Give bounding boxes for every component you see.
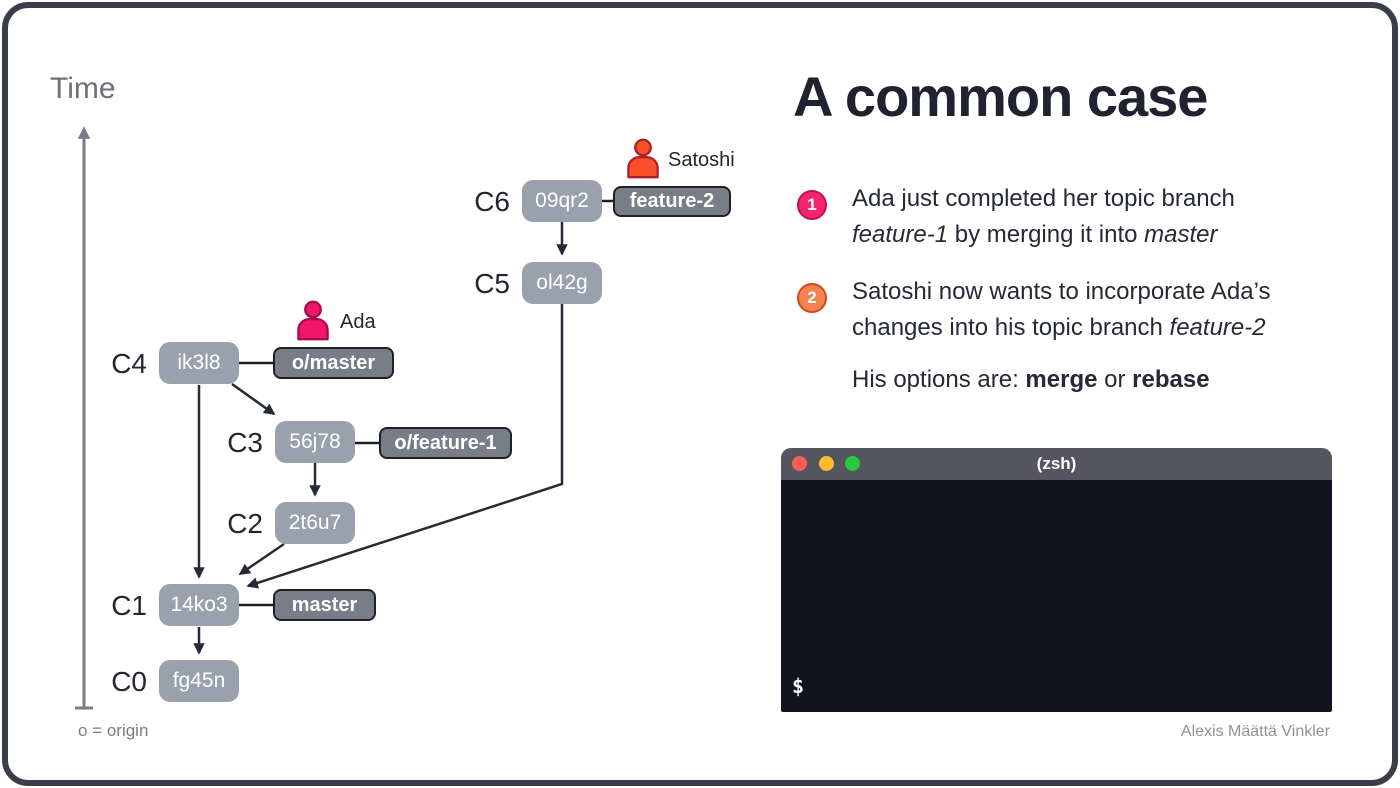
commit-node-c2: 2t6u7 [275,502,355,544]
terminal-titlebar: (zsh) [781,448,1332,480]
origin-legend: o = origin [78,721,149,740]
callout-badge-1: 1 [797,190,827,220]
branch-label-master: master [273,589,376,621]
commit-id-c6: C6 [474,186,510,217]
commit-node-c3: 56j78 [275,421,355,463]
callout-badge-2: 2 [797,283,827,313]
callout-text-1: Ada just completed her topic branch feat… [852,181,1322,253]
commit-node-c4: ik3l8 [159,342,239,384]
callout-1-line-1: Ada just completed her topic branch [852,185,1235,212]
commit-parent-arrows [193,222,568,655]
ada-name-label: Ada [340,311,376,333]
commit-id-c1: C1 [111,590,147,621]
callout-2-line-1: Satoshi now wants to incorporate Ada’s [852,278,1271,305]
satoshi-user-icon [627,138,659,179]
commit-id-c2: C2 [227,508,263,539]
commit-id-c0: C0 [111,666,147,697]
zoom-button[interactable] [845,456,860,471]
branch-label-feature-2: feature-2 [613,186,731,217]
ada-user-icon [297,300,329,341]
branch-label-connectors [239,199,613,607]
minimize-button[interactable] [819,456,834,471]
commit-id-c4: C4 [111,348,147,379]
terminal-body[interactable]: $ [781,480,1332,712]
slide-title: A common case [793,65,1208,128]
commit-node-c1: 14ko3 [159,584,239,626]
commit-id-c5: C5 [474,268,510,299]
author-credit: Alexis Määttä Vinkler [1180,723,1330,740]
callout-2-line-2: changes into his topic branch feature-2 [852,314,1266,341]
time-axis [75,126,93,710]
terminal-window: (zsh) $ [781,448,1332,712]
callout-text-2: Satoshi now wants to incorporate Ada’s c… [852,274,1322,346]
commit-node-c5: ol42g [522,262,602,304]
commit-id-c3: C3 [227,427,263,458]
satoshi-name-label: Satoshi [668,149,735,171]
time-axis-label: Time [50,72,116,105]
commit-node-c6: 09qr2 [522,180,602,222]
shell-prompt: $ [792,674,805,698]
branch-label-o-master: o/master [273,347,394,379]
branch-label-o-feature-1: o/feature-1 [379,427,512,459]
close-button[interactable] [792,456,807,471]
terminal-title: (zsh) [1036,454,1077,473]
commit-node-c0: fg45n [159,660,239,702]
options-line: His options are: merge or rebase [852,366,1210,393]
callout-1-line-2: feature-1 by merging it into master [852,221,1218,248]
